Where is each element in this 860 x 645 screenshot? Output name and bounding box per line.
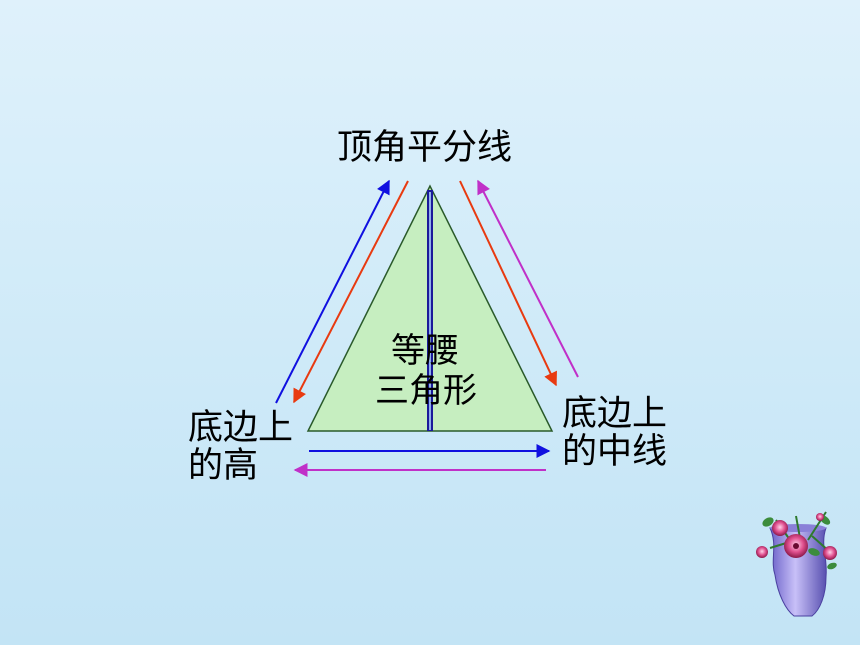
label-left-line1: 底边上 [188,408,294,448]
label-top: 顶角平分线 [337,129,512,167]
label-right-line2: 的中线 [562,432,668,472]
arrow-right-red [459,180,557,387]
arrow-right-magenta [477,179,579,378]
label-center: 等腰 三角形 [375,331,477,411]
label-right-line1: 底边上 [562,394,668,434]
arrow-left-blue [275,179,390,404]
label-right: 底边上 的中线 [562,395,667,471]
arrow-left-red [293,180,409,404]
label-left-line2: 的高 [188,446,259,486]
flower-vase-icon [756,511,837,617]
label-center-line2: 三角形 [375,371,477,411]
label-top-text: 顶角平分线 [337,128,513,168]
label-left: 底边上 的高 [188,409,293,485]
label-center-line1: 等腰 [391,331,459,371]
